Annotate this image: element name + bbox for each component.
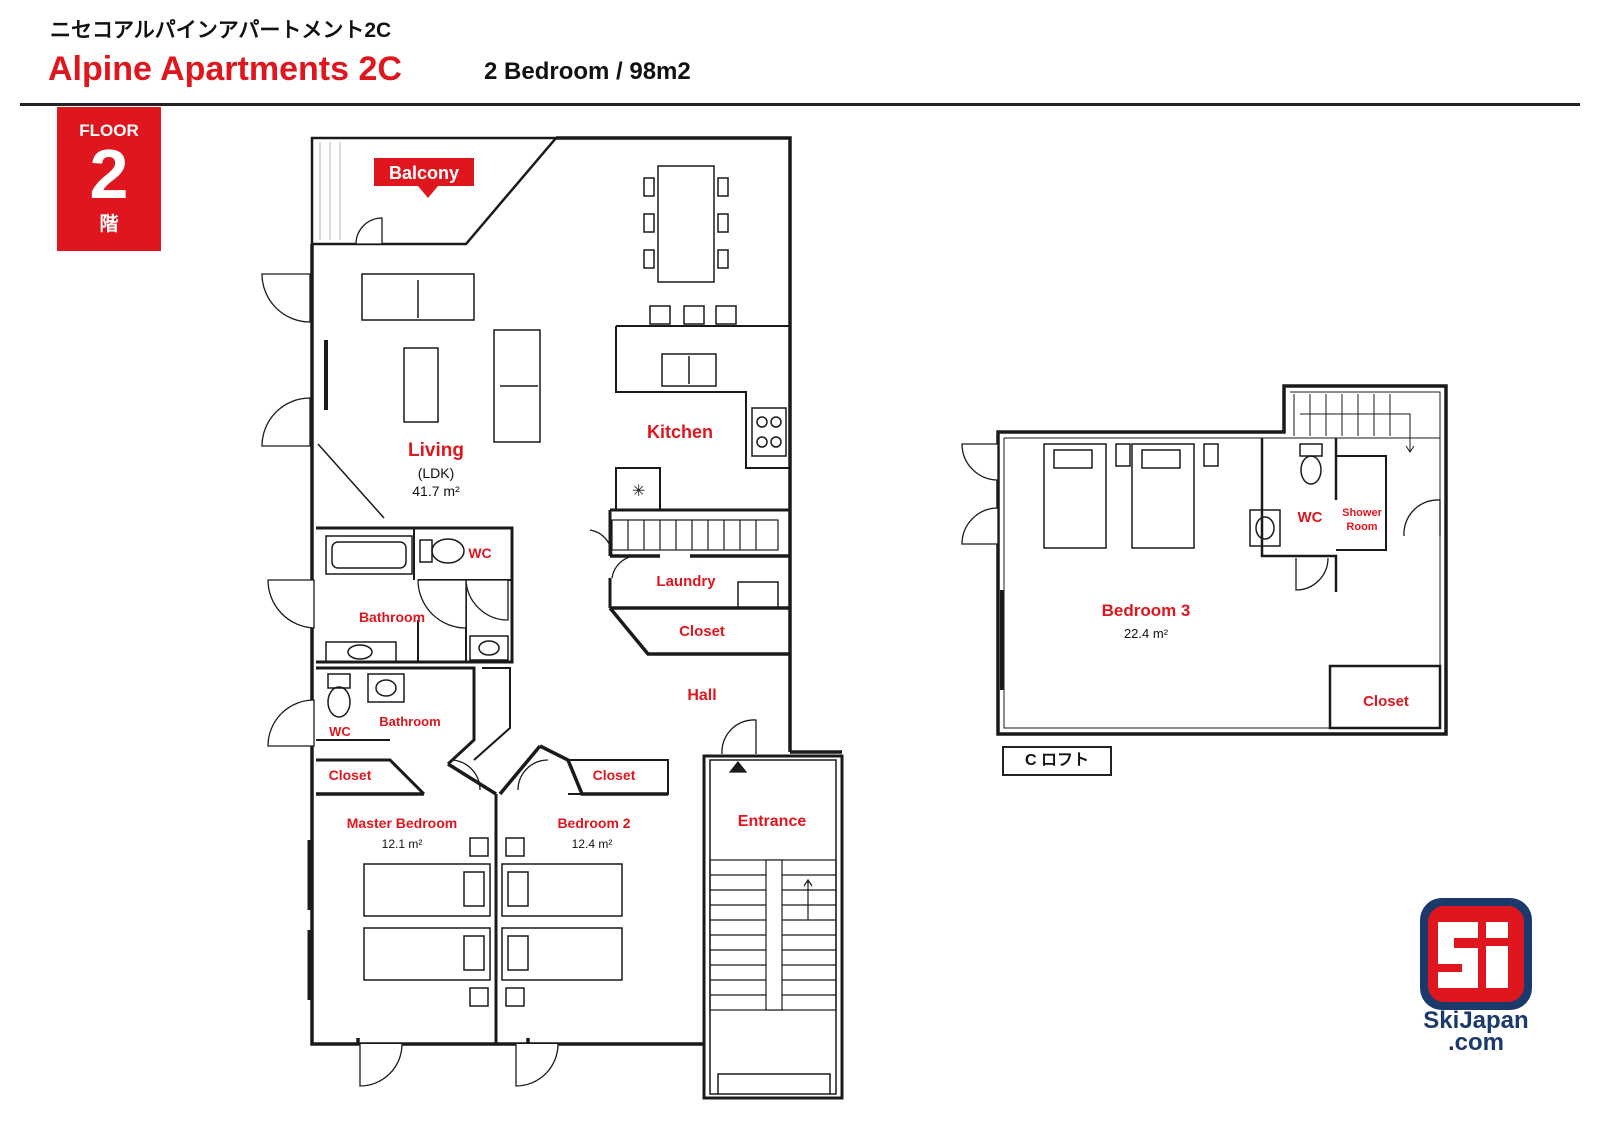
loft-stairs bbox=[1293, 394, 1415, 453]
room-label-wc-master: WC bbox=[329, 724, 351, 739]
room-label-balcony: Balcony bbox=[389, 163, 459, 183]
room-label-bedroom2: Bedroom 2 bbox=[557, 815, 630, 831]
floor-badge: FLOOR 2 階 bbox=[57, 107, 161, 251]
loft-doors bbox=[961, 443, 1441, 591]
room-label-wc-loft: WC bbox=[1298, 509, 1323, 526]
room-label-wc-main: WC bbox=[468, 545, 491, 561]
room-area-living: 41.7 m² bbox=[412, 483, 460, 499]
logo-text-line2: .com bbox=[1447, 1029, 1504, 1056]
room-label-entrance: Entrance bbox=[738, 813, 807, 830]
floor-badge-kanji: 階 bbox=[99, 214, 119, 235]
skijapan-logo: SkiJapan .com bbox=[1416, 898, 1536, 1062]
laundry-stairs bbox=[611, 519, 779, 551]
room-label-kitchen: Kitchen bbox=[647, 422, 713, 442]
page-subtitle: 2 Bedroom / 98m2 bbox=[484, 58, 691, 85]
room-labels: Living (LDK) 41.7 m² Kitchen WC Bathroom… bbox=[329, 422, 1409, 851]
room-label-closet-bed2: Closet bbox=[593, 767, 636, 783]
room-label-closet-master: Closet bbox=[329, 767, 372, 783]
room-label-master-bedroom: Master Bedroom bbox=[347, 815, 457, 831]
floor-badge-label: FLOOR bbox=[79, 121, 139, 140]
room-label-hall: Hall bbox=[687, 687, 716, 704]
logo-text-line1: SkiJapan bbox=[1423, 1007, 1529, 1034]
page-title: Alpine Apartments 2C bbox=[48, 50, 402, 88]
doors bbox=[261, 217, 757, 1087]
room-label-laundry: Laundry bbox=[656, 573, 716, 590]
room-label-closet-loft: Closet bbox=[1363, 693, 1409, 710]
room-label-bathroom-main: Bathroom bbox=[359, 609, 425, 625]
header-divider bbox=[20, 103, 1580, 106]
room-label-living-sub: (LDK) bbox=[418, 465, 455, 481]
logo-text: SkiJapan .com bbox=[1416, 1007, 1536, 1056]
entrance-stairs bbox=[709, 761, 837, 1011]
svg-text:✳: ✳ bbox=[632, 483, 645, 500]
logo-mark-icon bbox=[1420, 898, 1532, 1010]
balcony-callout: Balcony bbox=[374, 158, 474, 198]
loft-walls bbox=[996, 384, 1448, 736]
room-label-living: Living bbox=[408, 440, 464, 461]
room-label-shower-1: Shower bbox=[1342, 507, 1382, 519]
room-label-bedroom3: Bedroom 3 bbox=[1102, 601, 1191, 620]
room-label-closet-hall: Closet bbox=[679, 623, 725, 640]
floor-badge-number: 2 bbox=[89, 135, 129, 213]
room-area-bedroom2: 12.4 m² bbox=[572, 837, 613, 851]
room-label-bathroom-master: Bathroom bbox=[379, 714, 440, 729]
room-label-shower-2: Room bbox=[1346, 521, 1377, 533]
furniture: ✳ bbox=[325, 165, 787, 1007]
title-japanese: ニセコアルパインアパートメント2C bbox=[50, 19, 392, 42]
room-area-bedroom3: 22.4 m² bbox=[1124, 626, 1169, 641]
loft-tag: C ロフト bbox=[1002, 746, 1112, 776]
room-area-master-bedroom: 12.1 m² bbox=[382, 837, 423, 851]
loft-furniture bbox=[1043, 443, 1323, 549]
main-floor-walls bbox=[307, 136, 844, 1100]
